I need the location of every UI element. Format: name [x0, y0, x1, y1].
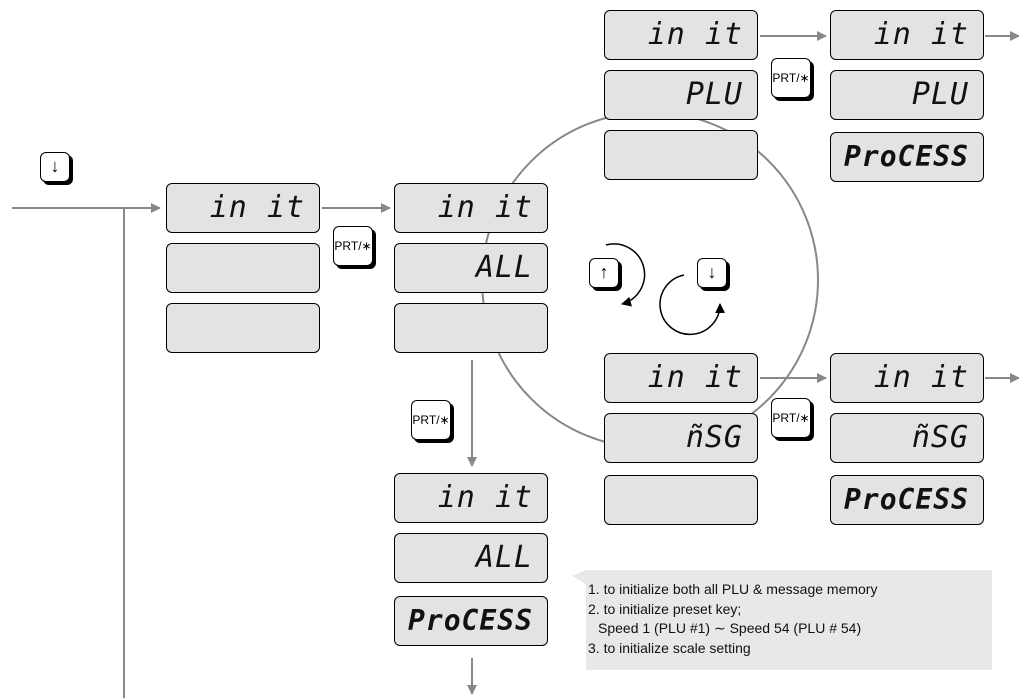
note-line-3: Speed 1 (PLU #1) ∼ Speed 54 (PLU # 54): [598, 620, 862, 636]
lcd-msg-result-bottom: ProCESS: [830, 475, 984, 525]
rotate-cw-indicator: [659, 274, 726, 336]
lcd-msg-mid: ñSG: [604, 413, 758, 463]
down-arrow-key[interactable]: ↓: [40, 152, 70, 182]
prt-key-2[interactable]: PRT/∗: [411, 400, 451, 440]
lcd-plu-top: in it: [604, 10, 758, 60]
lcd-col1-top: in it: [166, 183, 320, 233]
lcd-process-mid: ALL: [394, 533, 548, 583]
prt-key-4[interactable]: PRT/∗: [771, 398, 811, 438]
lcd-process-bottom: ProCESS: [394, 596, 548, 646]
note-background: [572, 570, 992, 670]
prt-key-1[interactable]: PRT/∗: [333, 226, 373, 266]
prt-key-3[interactable]: PRT/∗: [771, 58, 811, 98]
lcd-msg-result-top: in it: [830, 353, 984, 403]
lcd-process-top: in it: [394, 473, 548, 523]
lcd-plu-result-mid: PLU: [830, 70, 984, 120]
lcd-col1-mid: [166, 243, 320, 293]
note-line-4: 3. to initialize scale setting: [588, 639, 751, 656]
lcd-col2-top: in it: [394, 183, 548, 233]
note-text: 1. to initialize both all PLU & message …: [588, 580, 877, 658]
lcd-msg-top: in it: [604, 353, 758, 403]
rotate-ccw-indicator: [605, 243, 646, 307]
lcd-plu-result-top: in it: [830, 10, 984, 60]
lcd-msg-bottom: [604, 475, 758, 525]
lcd-plu-bottom: [604, 130, 758, 180]
up-arrow-key[interactable]: ↑: [589, 258, 619, 288]
down-arrow-key-cycle[interactable]: ↓: [697, 258, 727, 288]
lcd-col1-bottom: [166, 303, 320, 353]
lcd-col2-mid: ALL: [394, 243, 548, 293]
note-callout: 1. to initialize both all PLU & message …: [572, 570, 992, 670]
lcd-plu-mid: PLU: [604, 70, 758, 120]
lcd-plu-result-bottom: ProCESS: [830, 132, 984, 182]
note-line-2: 2. to initialize preset key;: [588, 600, 742, 617]
lcd-col2-bottom: [394, 303, 548, 353]
lcd-msg-result-mid: ñSG: [830, 413, 984, 463]
note-line-1: 1. to initialize both all PLU & message …: [588, 581, 878, 597]
